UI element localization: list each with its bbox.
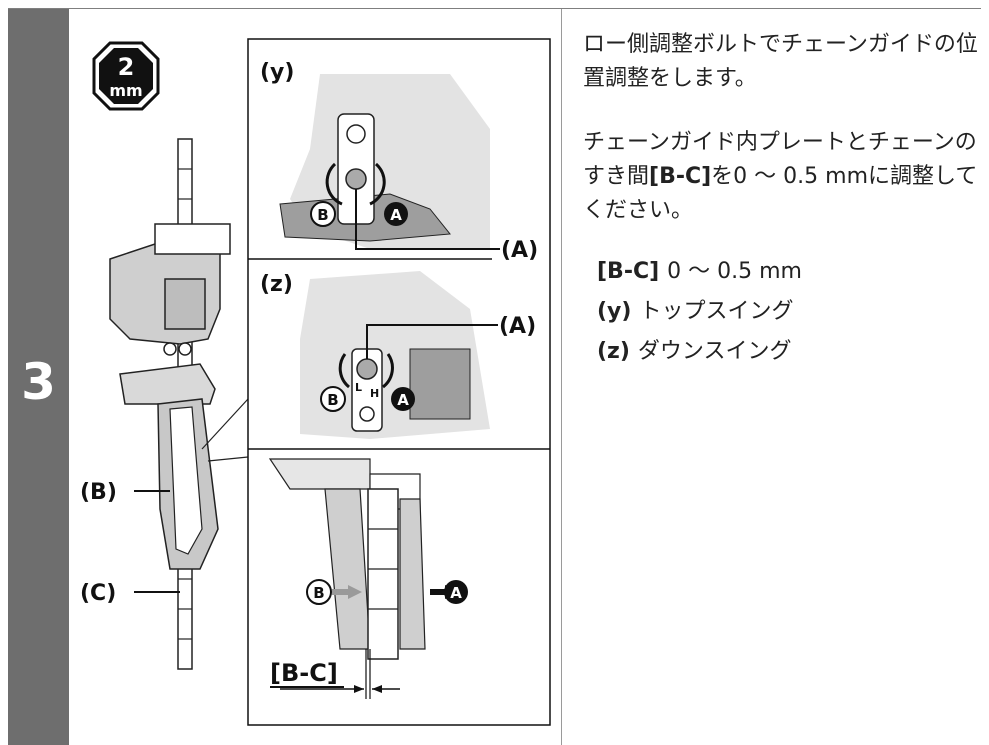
instruction-paragraph-2: チェーンガイド内プレートとチェーンのすき間[B-C]を0 ～ 0.5 mmに調整… <box>583 130 978 223</box>
panel-z-label: (z) <box>260 272 293 297</box>
panel-down-swing: L H B A (z) (A) <box>260 271 536 439</box>
circle-b-y: B <box>317 206 328 224</box>
gap-label: [B-C] <box>270 659 338 687</box>
callout-b-left: (B) <box>80 480 117 505</box>
circle-b-z: B <box>327 391 338 409</box>
callout-a-z: (A) <box>499 314 536 339</box>
circle-a-z: A <box>397 391 409 409</box>
gap-term: [B-C] <box>649 164 712 189</box>
panel-chain-gap: B A [B-C] <box>268 458 468 699</box>
circle-b-gap: B <box>313 584 324 602</box>
callout-c-left: (C) <box>80 581 116 606</box>
panel-top-swing: B A (y) (A) <box>260 60 538 263</box>
legend-item: (z) ダウンスイング <box>597 339 792 364</box>
step-number: 3 <box>21 353 56 411</box>
panel-y-label: (y) <box>260 60 294 85</box>
bolt-l-label: L <box>355 381 362 394</box>
legend-item: (y) トップスイング <box>597 299 794 324</box>
callout-a-y: (A) <box>501 238 538 263</box>
instruction-paragraph-1: ロー側調整ボルトでチェーンガイドの位置調整をします。 <box>583 32 978 91</box>
circle-a-gap: A <box>450 584 462 602</box>
instructions-column: ロー側調整ボルトでチェーンガイドの位置調整をします。 チェーンガイド内プレートと… <box>583 28 978 372</box>
top-rule <box>8 8 981 9</box>
badge-unit: mm <box>109 81 142 100</box>
badge-size: 2 <box>118 53 135 81</box>
hex-wrench-2mm-badge: 2 mm <box>92 41 160 111</box>
circle-a-y: A <box>390 206 402 224</box>
step-bar <box>8 9 69 745</box>
bolt-h-label: H <box>370 387 379 400</box>
derailleur-illustration: 2 mm (B) (C) <box>80 38 551 726</box>
legend-list: [B-C] 0 ～ 0.5 mm (y) トップスイング (z) ダウンスイング <box>583 252 978 372</box>
column-divider <box>561 9 562 745</box>
derailleur-side-view: (B) (C) <box>80 138 249 670</box>
legend-item: [B-C] 0 ～ 0.5 mm <box>597 259 802 284</box>
